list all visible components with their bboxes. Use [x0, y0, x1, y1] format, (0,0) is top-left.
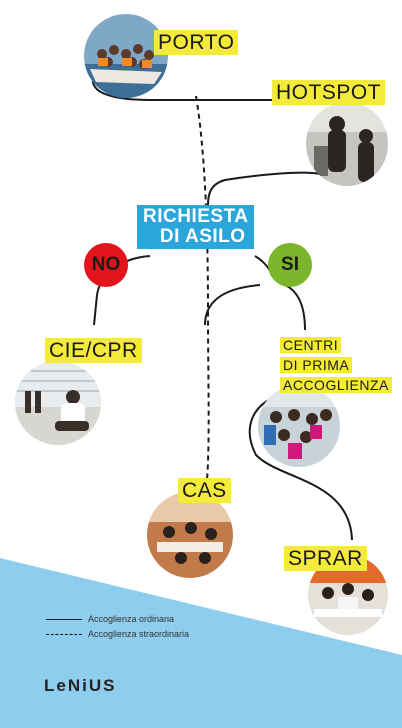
- label-porto: PORTO: [154, 30, 239, 55]
- centri-line1: CENTRI: [280, 337, 342, 353]
- label-cas: CAS: [178, 478, 231, 503]
- lenius-logo: LeNiUS: [44, 676, 117, 695]
- legend-dashed: Accoglienza straordinaria: [46, 629, 189, 639]
- cie-photo: [15, 361, 101, 445]
- line-centri-sprar: [248, 394, 353, 541]
- richiesta-line2: DI ASILO: [159, 225, 246, 247]
- label-centri: CENTRI DI PRIMA ACCOGLIENZA: [280, 337, 392, 395]
- label-sprar: SPRAR: [284, 546, 367, 571]
- dashed-line-porto-cas: [195, 95, 210, 481]
- legend-dashed-line: [46, 633, 82, 635]
- hotspot-photo: [306, 102, 388, 186]
- porto-photo: [84, 14, 168, 98]
- no-badge: NO: [84, 243, 128, 287]
- label-cie-cpr: CIE/CPR: [45, 338, 142, 363]
- si-badge: SI: [268, 243, 312, 287]
- line-si-cas: [204, 284, 261, 326]
- legend-solid: Accoglienza ordinaria: [46, 614, 174, 624]
- centri-line2: DI PRIMA: [280, 357, 353, 373]
- centri-photo: [258, 385, 340, 467]
- label-richiesta-di-asilo: RICHIESTA DI ASILO: [137, 205, 255, 249]
- line-hotspot-richiesta: [207, 171, 321, 206]
- richiesta-line1: RICHIESTA: [143, 206, 249, 227]
- legend-dashed-label: Accoglienza straordinaria: [88, 629, 190, 639]
- label-hotspot: HOTSPOT: [272, 80, 386, 105]
- cas-photo: [147, 492, 233, 578]
- line-si-centri: [284, 284, 306, 331]
- legend-solid-line: [46, 618, 82, 620]
- centri-line3: ACCOGLIENZA: [280, 377, 392, 393]
- legend-solid-label: Accoglienza ordinaria: [88, 614, 175, 624]
